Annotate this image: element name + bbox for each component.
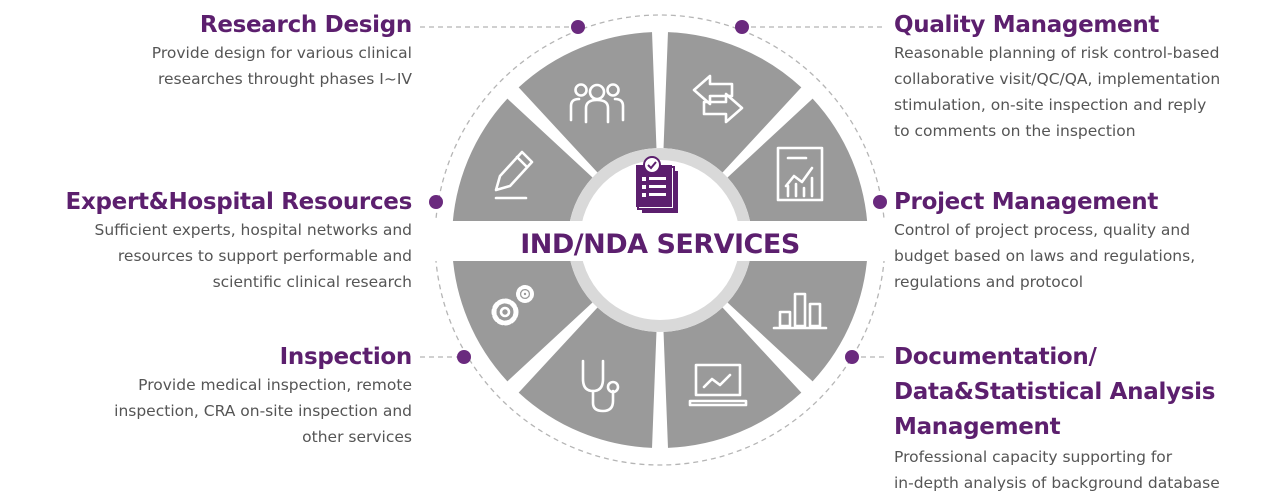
expert-hospital-block: Expert&Hospital Resources Sufficient exp…	[20, 187, 413, 295]
quality-management-desc-2: collaborative visit/QC/QA, implementatio…	[894, 70, 1221, 88]
expert-hospital-desc-3: scientific clinical research	[212, 273, 412, 291]
project-management-block: Project Management Control of project pr…	[894, 187, 1264, 295]
report-chart-icon	[776, 146, 824, 202]
center-band	[430, 221, 890, 261]
inspection-desc-2: inspection, CRA on-site inspection and	[114, 402, 412, 420]
connector-dots	[429, 20, 887, 364]
project-management-desc-2: budget based on laws and regulations,	[894, 247, 1196, 265]
pencil-icon	[494, 150, 534, 200]
inspection-desc-3: other services	[302, 428, 412, 446]
connector-lines	[420, 26, 885, 358]
documents-checklist-icon	[636, 156, 678, 213]
expert-hospital-title: Expert&Hospital Resources	[65, 189, 413, 215]
documentation-desc-2: in-depth analysis of background database	[894, 474, 1220, 492]
segment-right-upper	[727, 98, 868, 237]
stethoscope-icon	[581, 359, 620, 413]
documentation-title-1: Documentation/	[894, 344, 1097, 370]
documentation-block: Documentation/ Data&Statistical Analysis…	[894, 342, 1264, 496]
segment-left-lower	[452, 243, 593, 382]
segment-bottom-left	[518, 307, 657, 448]
quality-management-desc-4: to comments on the inspection	[894, 122, 1136, 140]
quality-management-desc-3: stimulation, on-site inspection and repl…	[894, 96, 1207, 114]
research-design-desc-1: Provide design for various clinical	[151, 44, 412, 62]
inspection-block: Inspection Provide medical inspection, r…	[40, 342, 412, 450]
inspection-title: Inspection	[279, 344, 413, 370]
ring-segments	[452, 32, 868, 448]
expert-hospital-desc-2: resources to support performable and	[117, 247, 412, 265]
segment-top-right	[663, 32, 802, 173]
center-title: IND/NDA SERVICES	[520, 229, 800, 260]
gears-icon	[491, 285, 534, 326]
project-management-desc-3: regulations and protocol	[894, 273, 1084, 291]
expert-hospital-desc-1: Sufficient experts, hospital networks an…	[94, 221, 412, 239]
documentation-title-3: Management	[894, 414, 1061, 440]
segment-bottom-right	[663, 307, 802, 448]
research-design-title: Research Design	[199, 12, 412, 38]
project-management-title: Project Management	[894, 189, 1159, 215]
segment-left-upper	[452, 98, 593, 237]
quality-management-desc-1: Reasonable planning of risk control-base…	[894, 44, 1220, 62]
research-design-desc-2: researches throught phases I~IV	[157, 70, 412, 88]
quality-management-title: Quality Management	[894, 12, 1160, 38]
quality-management-block: Quality Management Reasonable planning o…	[894, 10, 1264, 144]
documentation-desc-1: Professional capacity supporting for	[894, 448, 1173, 466]
laptop-chart-icon	[688, 363, 748, 407]
research-design-block: Research Design Provide design for vario…	[40, 10, 413, 92]
documentation-title-2: Data&Statistical Analysis	[894, 379, 1216, 405]
segment-right-lower	[727, 243, 868, 382]
project-management-desc-1: Control of project process, quality and	[894, 221, 1191, 239]
bar-chart-icon	[772, 292, 828, 330]
inspection-desc-1: Provide medical inspection, remote	[138, 376, 412, 394]
arrows-exchange-icon	[692, 74, 744, 124]
people-group-icon	[569, 83, 625, 124]
